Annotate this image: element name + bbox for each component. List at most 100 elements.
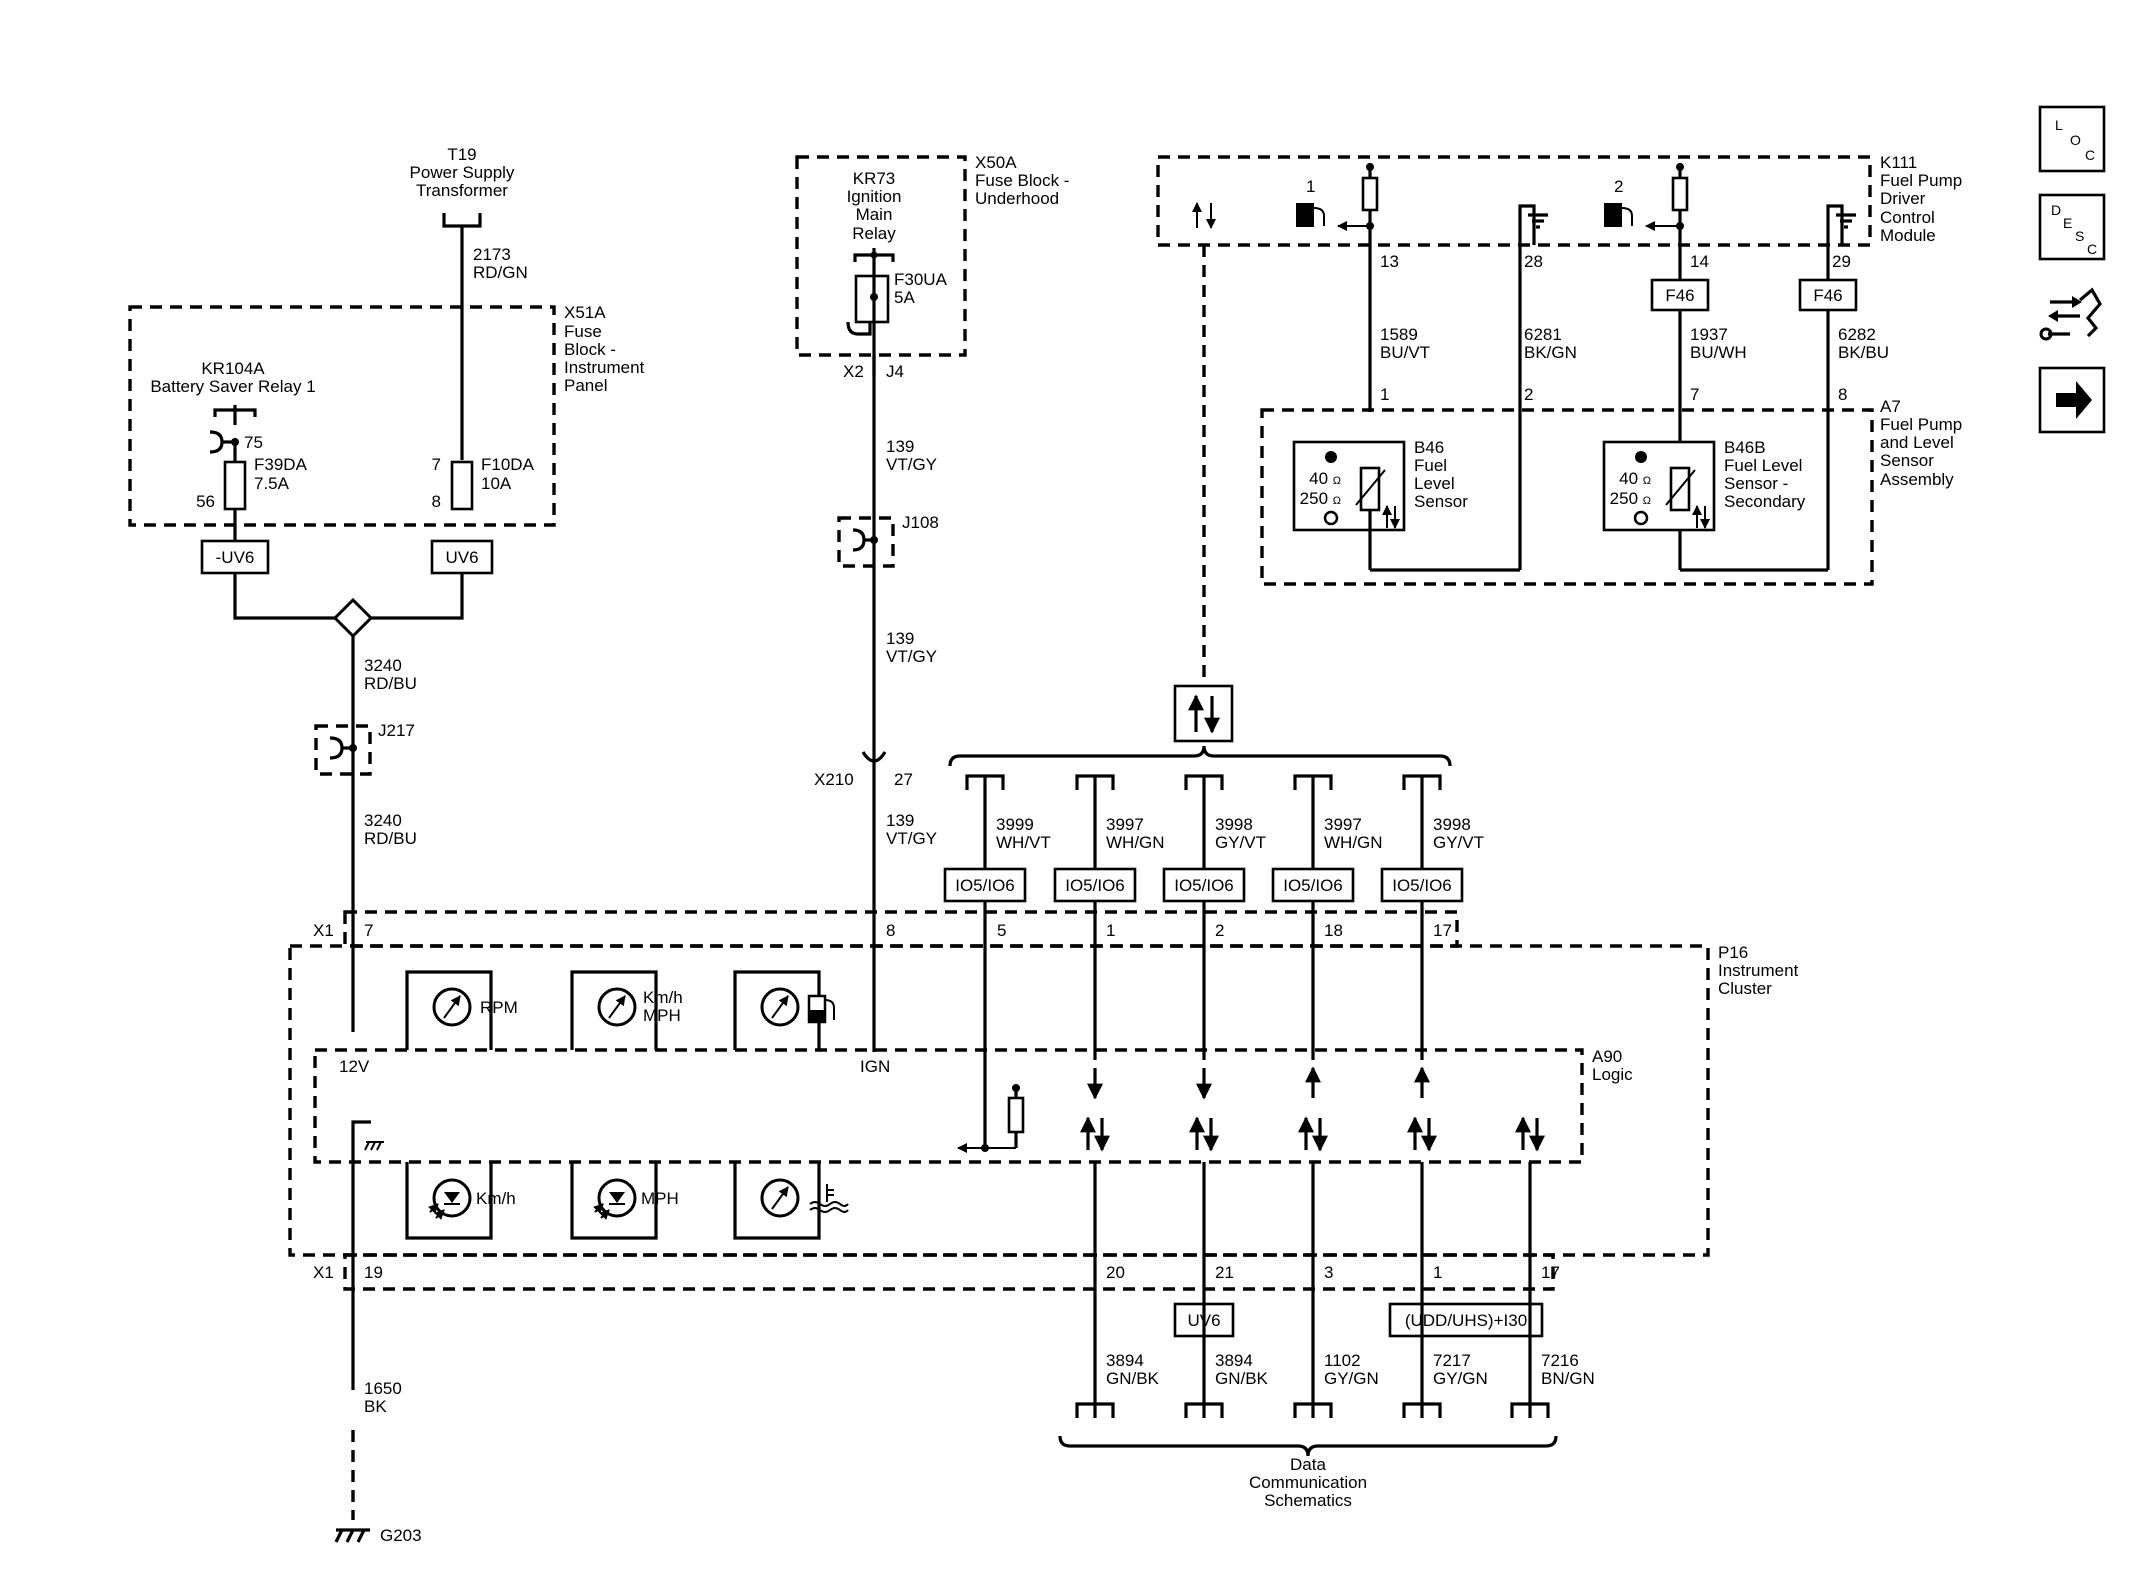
speed-gauge [570, 970, 658, 1050]
svg-text:T19: T19 [447, 145, 476, 164]
svg-text:Control: Control [1880, 208, 1935, 227]
wire-1937-label: 1937 BU/WH [1690, 325, 1747, 362]
svg-text:Logic: Logic [1592, 1065, 1633, 1084]
fuel-gauge [733, 970, 821, 1050]
io-connector [943, 867, 1027, 903]
x1-bottom-pin: 21 [1215, 1263, 1234, 1282]
x1-connector-top [343, 910, 1459, 948]
kmh-lamp-label: Km/h [476, 1189, 516, 1208]
coolant-temp-icon [809, 1184, 849, 1213]
ground-wire-1650 [351, 1120, 371, 1390]
svg-text:RD/BU: RD/BU [364, 829, 417, 848]
k111-pin-14-top [1676, 163, 1684, 171]
svg-text:Instrument: Instrument [564, 358, 645, 377]
svg-text:KR73: KR73 [853, 169, 896, 188]
bus-wire-color: WH/GN [1324, 833, 1383, 852]
b46b-ohm250: 250 Ω [1610, 489, 1651, 508]
desc-button[interactable]: D E S C [2038, 193, 2106, 261]
svg-text:Fuse: Fuse [564, 322, 602, 341]
svg-text:3240: 3240 [364, 656, 402, 675]
bus-brace-top [948, 745, 1452, 767]
bus-connector-bottom [1510, 1402, 1550, 1418]
x51a-fuse-block [128, 305, 556, 527]
svg-text:A90: A90 [1592, 1047, 1622, 1066]
svg-text:C: C [2085, 147, 2095, 163]
pump-1-node [1366, 222, 1374, 230]
fuse-f39da [223, 460, 247, 511]
svg-text:KR104A: KR104A [201, 359, 265, 378]
b46-full-icon [1325, 451, 1337, 463]
a90-pullup [957, 1084, 1025, 1153]
svg-text:Km/h: Km/h [643, 988, 683, 1007]
wire-2173-label: 2173 RD/GN [473, 245, 528, 282]
svg-text:S: S [2075, 228, 2084, 244]
svg-text:BK/GN: BK/GN [1524, 343, 1577, 362]
svg-text:VT/GY: VT/GY [886, 455, 937, 474]
svg-text:Communication: Communication [1249, 1473, 1367, 1492]
f10da-label: F10DA 10A [481, 455, 535, 493]
fuel-pump-2-icon [1604, 203, 1633, 227]
a7-assembly [1260, 408, 1874, 586]
x2-label: X2 [843, 362, 864, 381]
bus-wire-color: GN/BK [1215, 1369, 1269, 1388]
conn-f46-1 [1650, 278, 1710, 312]
svg-text:MPH: MPH [643, 1006, 681, 1025]
svg-text:139: 139 [886, 811, 914, 830]
svg-text:Relay: Relay [852, 224, 896, 243]
io-connector [1380, 867, 1464, 903]
ground-icon-k111-2 [1836, 213, 1856, 229]
x50a-label: X50A Fuse Block - Underhood [975, 153, 1069, 208]
x1-top-pin: 1 [1106, 921, 1115, 940]
conn-udd-uhs [1388, 1302, 1544, 1338]
b46b-wiper [1665, 469, 1696, 506]
svg-text:F10DA: F10DA [481, 455, 535, 474]
k111-pin-14: 14 [1690, 252, 1709, 271]
mph-lamp-label: MPH [641, 1189, 679, 1208]
bus-wire-number: 7216 [1541, 1351, 1579, 1370]
a7-pin-8: 8 [1838, 385, 1847, 404]
bus-wire-number: 3997 [1324, 815, 1362, 834]
x1-bottom-pin: 20 [1106, 1263, 1125, 1282]
x1-connector-bottom [343, 1253, 1555, 1291]
connector-icon[interactable] [2039, 282, 2104, 348]
ign-label: IGN [860, 1057, 890, 1076]
k111-pin-13-top [1366, 163, 1374, 171]
chassis-ground-icon [364, 1141, 384, 1151]
svg-text:Fuel Pump: Fuel Pump [1880, 171, 1962, 190]
wire-3240b-label: 3240 RD/BU [364, 811, 417, 848]
io-connector-label: IO5/IO6 [955, 876, 1015, 895]
a7-pin-7: 7 [1690, 385, 1699, 404]
bus-connector-bottom [1075, 1402, 1115, 1418]
svg-text:Level: Level [1414, 474, 1455, 493]
x210-label: X210 [814, 770, 854, 789]
fuel-gauge-icon [807, 994, 835, 1024]
svg-text:B46B: B46B [1724, 438, 1766, 457]
svg-text:6281: 6281 [1524, 325, 1562, 344]
svg-text:Assembly: Assembly [1880, 470, 1954, 489]
pin-7: 7 [432, 455, 441, 474]
bus-wire-color: WH/VT [996, 833, 1051, 852]
bus-connector-bottom [1402, 1402, 1442, 1418]
f30ua-dot [870, 293, 878, 301]
bus-wire-color: GN/BK [1106, 1369, 1160, 1388]
b46-arrows [1382, 505, 1400, 529]
bus-wire-color: GY/VT [1215, 833, 1266, 852]
k111-pin-2: 2 [1614, 177, 1623, 196]
loc-button[interactable]: L O C [2038, 105, 2106, 173]
bus-wire-number: 3894 [1215, 1351, 1253, 1370]
svg-text:E: E [2063, 215, 2072, 231]
io-connector-label: IO5/IO6 [1174, 876, 1234, 895]
bus-wire-number: 1102 [1324, 1351, 1361, 1370]
x1-bottom-pin: 17 [1541, 1263, 1560, 1282]
bus-wire-number: 3998 [1215, 815, 1253, 834]
svg-text:6282: 6282 [1838, 325, 1876, 344]
data-comm-label: Data Communication Schematics [1249, 1455, 1367, 1510]
wire-1650-label: 1650 BK [364, 1379, 402, 1416]
bus-wire-number: 3997 [1106, 815, 1144, 834]
next-arrow-icon[interactable] [2038, 366, 2106, 434]
wire-6282-label: 6282 BK/BU [1838, 325, 1889, 362]
j217-box [314, 724, 372, 776]
b46-ohm40: 40 Ω [1309, 469, 1341, 488]
wire-6281-label: 6281 BK/GN [1524, 325, 1577, 362]
t19-label: T19 Power Supply Transformer [410, 145, 515, 200]
